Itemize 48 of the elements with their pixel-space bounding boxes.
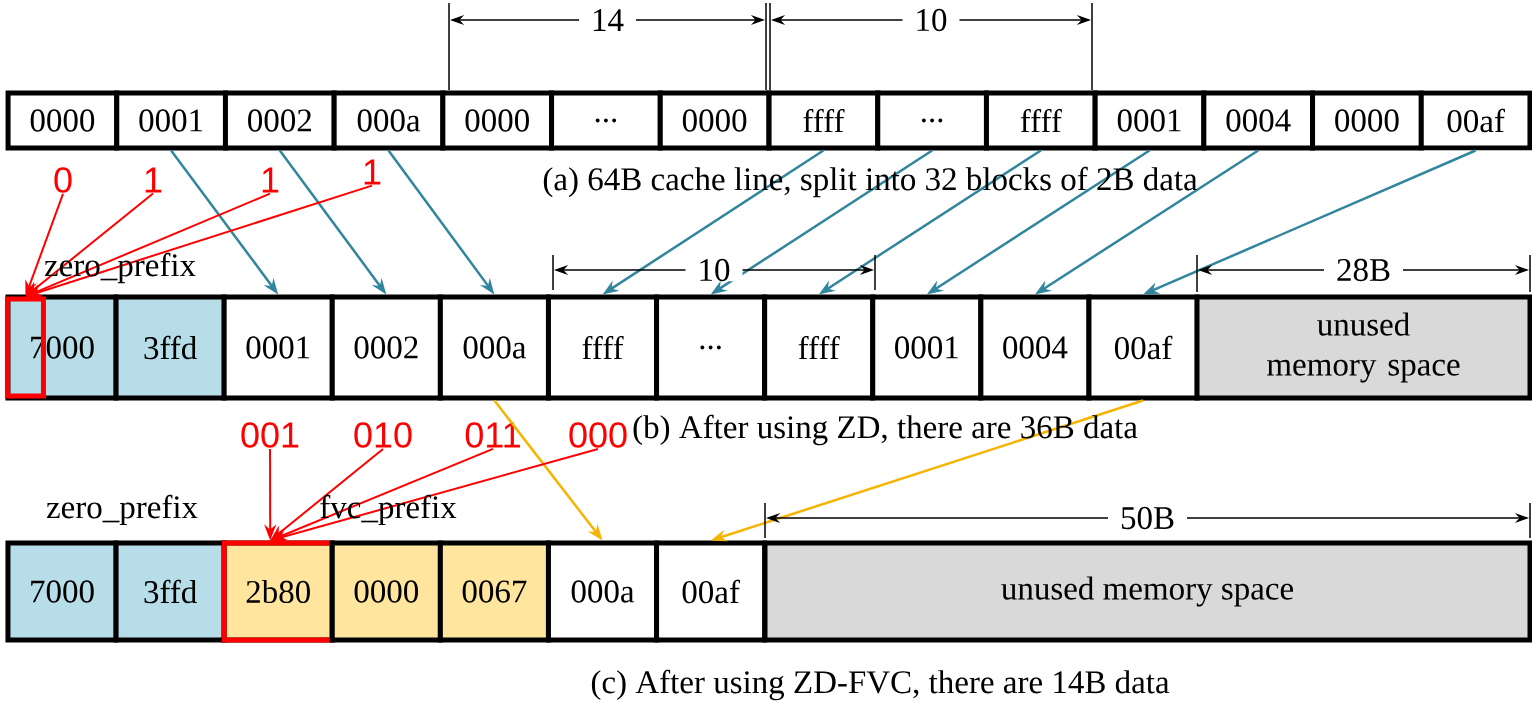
memory-cell: 0000	[1310, 90, 1424, 151]
dimension-label: 10	[902, 8, 960, 32]
memory-cell: 00af	[1086, 294, 1200, 401]
memory-cell: 000a	[331, 90, 446, 151]
bit-label: 010	[354, 422, 412, 448]
bit-label: 011	[465, 422, 520, 448]
bit-label: 001	[241, 422, 299, 448]
dimension-label: 14	[579, 9, 636, 31]
memory-cell: 0067	[437, 540, 551, 643]
bit-label: 1	[145, 167, 162, 193]
memory-cell: 0004	[1201, 90, 1316, 151]
memory-cell: 0004	[978, 294, 1092, 401]
bit-label: 000	[569, 422, 627, 448]
caption: (c) After using ZD-FVC, there are 14B data	[591, 669, 1170, 701]
memory-cell: 0001	[114, 90, 228, 151]
memory-cell: 0000	[329, 540, 443, 643]
memory-cell: 0000	[5, 90, 120, 151]
memory-cell: 000a	[545, 540, 660, 643]
memory-cell: 3ffd	[113, 540, 227, 643]
memory-cell: ffff	[545, 294, 660, 401]
memory-cell: 0000	[657, 90, 772, 151]
memory-cell: 3ffd	[113, 294, 227, 401]
memory-cell: 0002	[222, 90, 337, 151]
memory-cell: 00af	[1418, 90, 1532, 151]
memory-cell: ffff	[766, 90, 881, 151]
highlighted-cell: 2b80	[221, 540, 335, 643]
memory-cell: ...	[875, 90, 989, 151]
dimension-label: 28B	[1324, 258, 1403, 282]
memory-cell: 7000	[5, 540, 119, 643]
memory-cell: 000a	[437, 294, 551, 401]
bit-label: 0	[54, 167, 72, 193]
memory-cell: ...	[654, 294, 768, 401]
field-label: zero_prefix	[46, 494, 198, 526]
memory-cell: 0001	[870, 294, 984, 401]
memory-cell: ...	[549, 90, 663, 151]
unused-space-box: unused memory space	[1194, 294, 1532, 401]
memory-cell: 0000	[440, 90, 555, 151]
memory-cell: 0001	[221, 294, 335, 401]
bit-label: 1	[262, 167, 279, 193]
memory-cell: 0001	[1092, 90, 1207, 151]
dimension-label: 50B	[1108, 506, 1187, 530]
unused-space-box: unused memory space	[762, 540, 1532, 643]
memory-cell: ffff	[983, 90, 1098, 151]
memory-cell: 0002	[329, 294, 443, 401]
memory-cell: 00af	[654, 540, 768, 643]
dimension-label: 10	[685, 258, 743, 282]
memory-cell: ffff	[762, 294, 876, 401]
bit-label: 1	[364, 159, 381, 185]
